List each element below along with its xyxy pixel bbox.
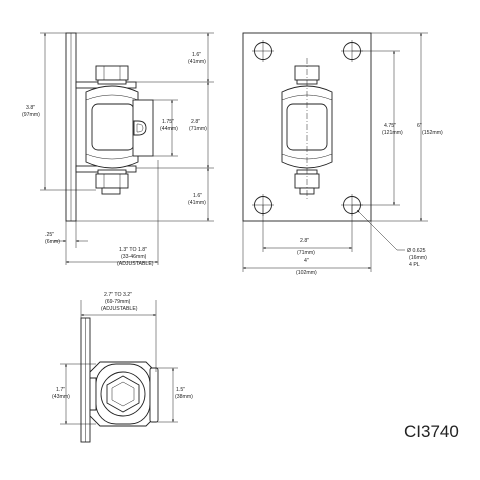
- plate-thickness-dim: .25": [45, 232, 54, 238]
- hole-callout: Ø 0.625: [407, 248, 426, 254]
- svg-text:(121mm): (121mm): [382, 130, 403, 136]
- total-height-dim: 3.8": [26, 105, 35, 111]
- width-adjustable-dim: 2.7" TO 3.2": [104, 292, 132, 298]
- left-height-dim: 1.7": [56, 387, 65, 393]
- svg-text:(41mm): (41mm): [188, 200, 206, 206]
- svg-text:(69-79mm): (69-79mm): [105, 299, 131, 305]
- svg-text:(ADJUSTABLE): (ADJUSTABLE): [101, 306, 138, 312]
- svg-text:4 PL: 4 PL: [409, 262, 420, 268]
- svg-text:(71mm): (71mm): [189, 126, 207, 132]
- projection-dim: 1.3" TO 1.8": [119, 247, 147, 253]
- svg-text:(44mm): (44mm): [160, 126, 178, 132]
- right-height-dim: 1.5": [176, 387, 185, 393]
- svg-text:(ADJUSTABLE): (ADJUSTABLE): [117, 261, 154, 267]
- hole-horizontal-dim: 2.8": [300, 238, 309, 244]
- top-view: 2.7" TO 3.2" (69-79mm) (ADJUSTABLE) 1.7"…: [52, 292, 193, 443]
- plate-width-dim: 4": [304, 258, 309, 264]
- svg-text:(97mm): (97mm): [22, 112, 40, 118]
- side-upper-nut: [95, 65, 129, 81]
- svg-text:(41mm): (41mm): [188, 59, 206, 65]
- bottom-offset-dim: 1.6": [193, 193, 202, 199]
- front-view: 6" (152mm) 4.75" (121mm) 2.8" (71mm) 4" …: [242, 32, 443, 276]
- part-number: CI3740: [404, 422, 459, 441]
- svg-text:(16mm): (16mm): [409, 255, 427, 261]
- svg-text:(43mm): (43mm): [52, 394, 70, 400]
- knuckle-height-dim: 1.75": [162, 119, 174, 125]
- mounting-hole-tl: [252, 40, 274, 62]
- svg-text:(152mm): (152mm): [422, 130, 443, 136]
- svg-text:(102mm): (102mm): [296, 270, 317, 276]
- top-offset-dim: 1.6": [192, 52, 201, 58]
- plate-height-dim: 6": [417, 123, 422, 129]
- hole-vertical-dim: 4.75": [384, 123, 396, 129]
- side-view: 3.8" (97mm) 1.6" (41mm) 2.8" (71mm) 1.6"…: [22, 32, 214, 267]
- svg-text:(71mm): (71mm): [297, 250, 315, 256]
- svg-text:(6mm): (6mm): [45, 239, 60, 245]
- side-lower-nut: [95, 173, 129, 189]
- hex-bolt-icon: [106, 375, 140, 413]
- top-right-tab: [149, 367, 159, 423]
- d-logo-icon: [133, 120, 147, 136]
- svg-text:(33-46mm): (33-46mm): [121, 254, 147, 260]
- center-height-dim: 2.8": [191, 119, 200, 125]
- svg-text:(38mm): (38mm): [175, 394, 193, 400]
